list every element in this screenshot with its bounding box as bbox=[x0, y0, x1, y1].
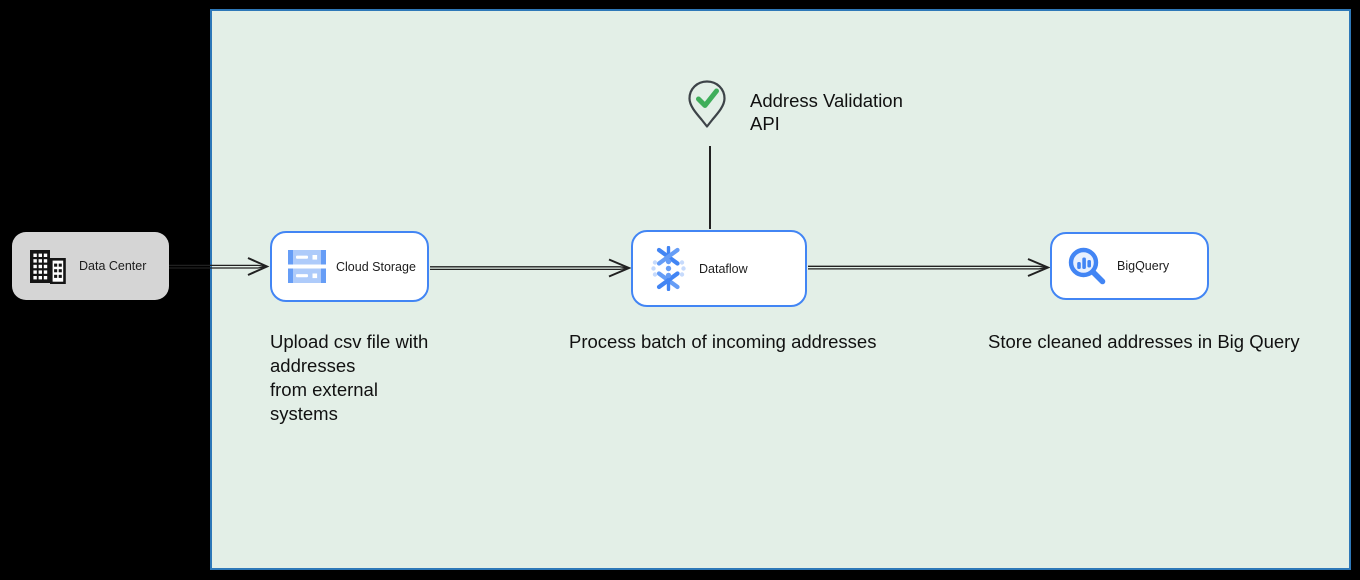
caption-process-batch: Process batch of incoming addresses bbox=[569, 331, 877, 352]
location-pin-check-icon bbox=[688, 80, 726, 128]
caption-upload-line4: systems bbox=[270, 403, 338, 424]
caption-upload-line1: Upload csv file with bbox=[270, 331, 429, 352]
bigquery-icon bbox=[1067, 246, 1107, 286]
node-data-center: Data Center bbox=[12, 232, 169, 300]
caption-upload-csv: Upload csv file with addresses from exte… bbox=[270, 330, 480, 426]
caption-store-cleaned: Store cleaned addresses in Big Query bbox=[988, 331, 1300, 352]
building-icon bbox=[29, 249, 66, 284]
address-validation-line2: API bbox=[750, 113, 780, 134]
node-data-center-label: Data Center bbox=[79, 259, 147, 273]
caption-upload-line3: from external bbox=[270, 379, 378, 400]
address-validation-api-label: Address Validation API bbox=[750, 89, 903, 135]
dataflow-icon bbox=[648, 246, 689, 291]
node-dataflow: Dataflow bbox=[631, 230, 807, 307]
address-validation-line1: Address Validation bbox=[750, 90, 903, 111]
node-bigquery: BigQuery bbox=[1050, 232, 1209, 300]
node-dataflow-label: Dataflow bbox=[699, 261, 748, 276]
cloud-storage-icon bbox=[288, 249, 326, 284]
node-cloud-storage-label: Cloud Storage bbox=[336, 259, 416, 274]
caption-upload-line2: addresses bbox=[270, 355, 356, 376]
node-bigquery-label: BigQuery bbox=[1117, 259, 1170, 273]
node-cloud-storage: Cloud Storage bbox=[270, 231, 429, 302]
